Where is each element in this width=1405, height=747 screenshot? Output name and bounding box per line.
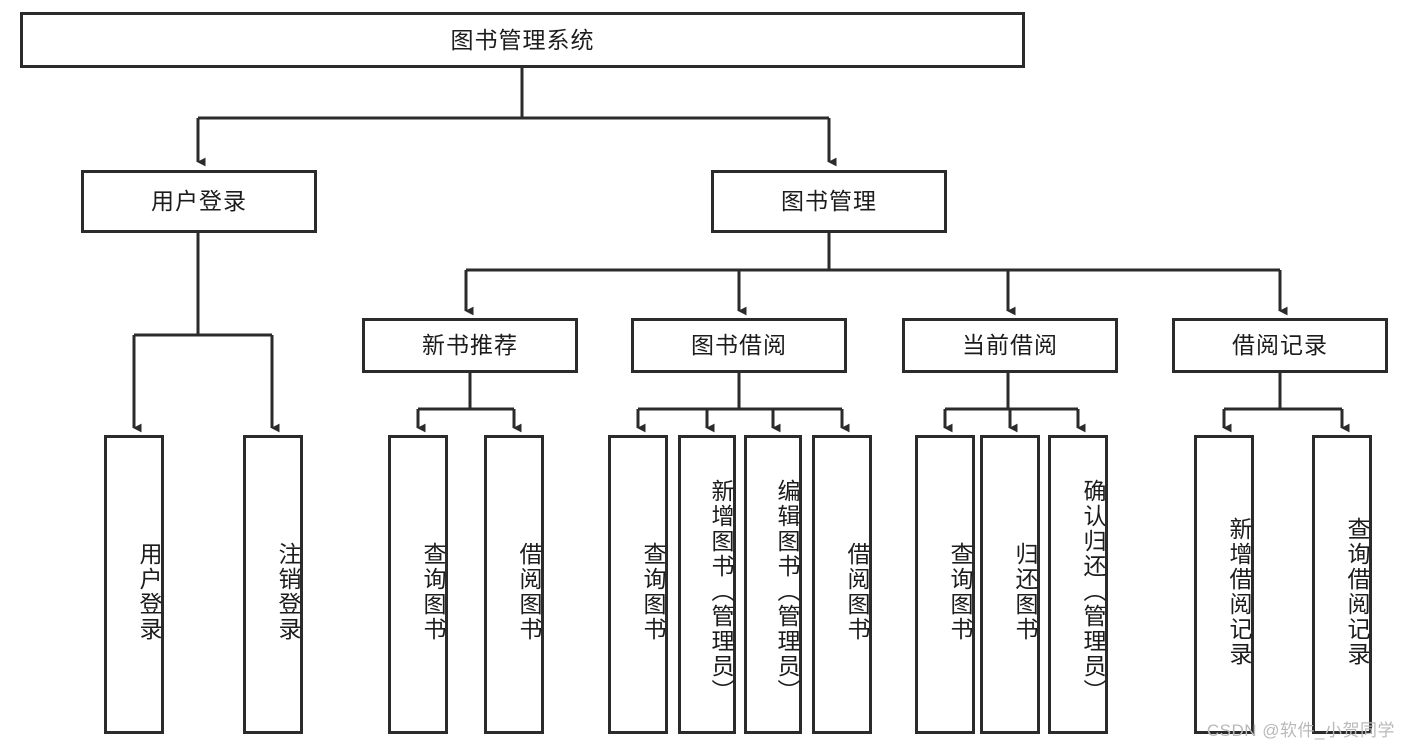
node-borrow-record[interactable]: 借阅记录 xyxy=(1172,318,1388,373)
node-book-borrow[interactable]: 图书借阅 xyxy=(631,318,847,373)
leaf-confirm-return[interactable]: 确认归还（管理员） xyxy=(1048,435,1108,734)
leaf-add-book-label: 新增图书（管理员） xyxy=(708,479,734,704)
leaf-query-book-2[interactable]: 查询图书 xyxy=(608,435,668,734)
node-root-label: 图书管理系统 xyxy=(450,26,595,53)
leaf-user-login[interactable]: 用户登录 xyxy=(104,435,164,734)
leaf-borrow-book-2[interactable]: 借阅图书 xyxy=(812,435,872,734)
leaf-query-book-2-label: 查询图书 xyxy=(640,541,666,642)
leaf-query-book-1[interactable]: 查询图书 xyxy=(388,435,448,734)
leaf-borrow-book-1-label: 借阅图书 xyxy=(516,541,542,642)
node-current-borrow-label: 当前借阅 xyxy=(962,332,1058,359)
node-book-manage-label: 图书管理 xyxy=(781,188,877,215)
leaf-confirm-return-label: 确认归还（管理员） xyxy=(1080,479,1106,704)
leaf-add-record[interactable]: 新增借阅记录 xyxy=(1194,435,1254,734)
leaf-query-book-3[interactable]: 查询图书 xyxy=(915,435,975,734)
node-new-book-rec[interactable]: 新书推荐 xyxy=(362,318,578,373)
leaf-query-record-label: 查询借阅记录 xyxy=(1344,516,1370,667)
leaf-query-book-3-label: 查询图书 xyxy=(947,541,973,642)
leaf-return-book-label: 归还图书 xyxy=(1012,541,1038,642)
node-book-manage[interactable]: 图书管理 xyxy=(711,170,947,233)
leaf-add-book[interactable]: 新增图书（管理员） xyxy=(678,435,736,734)
leaf-user-logout[interactable]: 注销登录 xyxy=(243,435,303,734)
node-root[interactable]: 图书管理系统 xyxy=(20,12,1025,68)
node-borrow-record-label: 借阅记录 xyxy=(1232,332,1328,359)
node-user-login[interactable]: 用户登录 xyxy=(81,170,317,233)
leaf-add-record-label: 新增借阅记录 xyxy=(1226,516,1252,667)
leaf-borrow-book-2-label: 借阅图书 xyxy=(844,541,870,642)
leaf-query-record[interactable]: 查询借阅记录 xyxy=(1312,435,1372,734)
leaf-user-login-label: 用户登录 xyxy=(136,541,162,642)
leaf-query-book-1-label: 查询图书 xyxy=(420,541,446,642)
leaf-return-book[interactable]: 归还图书 xyxy=(980,435,1040,734)
node-user-login-label: 用户登录 xyxy=(151,188,247,215)
leaf-edit-book-label: 编辑图书（管理员） xyxy=(774,479,800,704)
leaf-borrow-book-1[interactable]: 借阅图书 xyxy=(484,435,544,734)
node-current-borrow[interactable]: 当前借阅 xyxy=(902,318,1118,373)
leaf-user-logout-label: 注销登录 xyxy=(275,541,301,642)
leaf-edit-book[interactable]: 编辑图书（管理员） xyxy=(744,435,802,734)
node-book-borrow-label: 图书借阅 xyxy=(691,332,787,359)
node-new-book-rec-label: 新书推荐 xyxy=(422,332,518,359)
